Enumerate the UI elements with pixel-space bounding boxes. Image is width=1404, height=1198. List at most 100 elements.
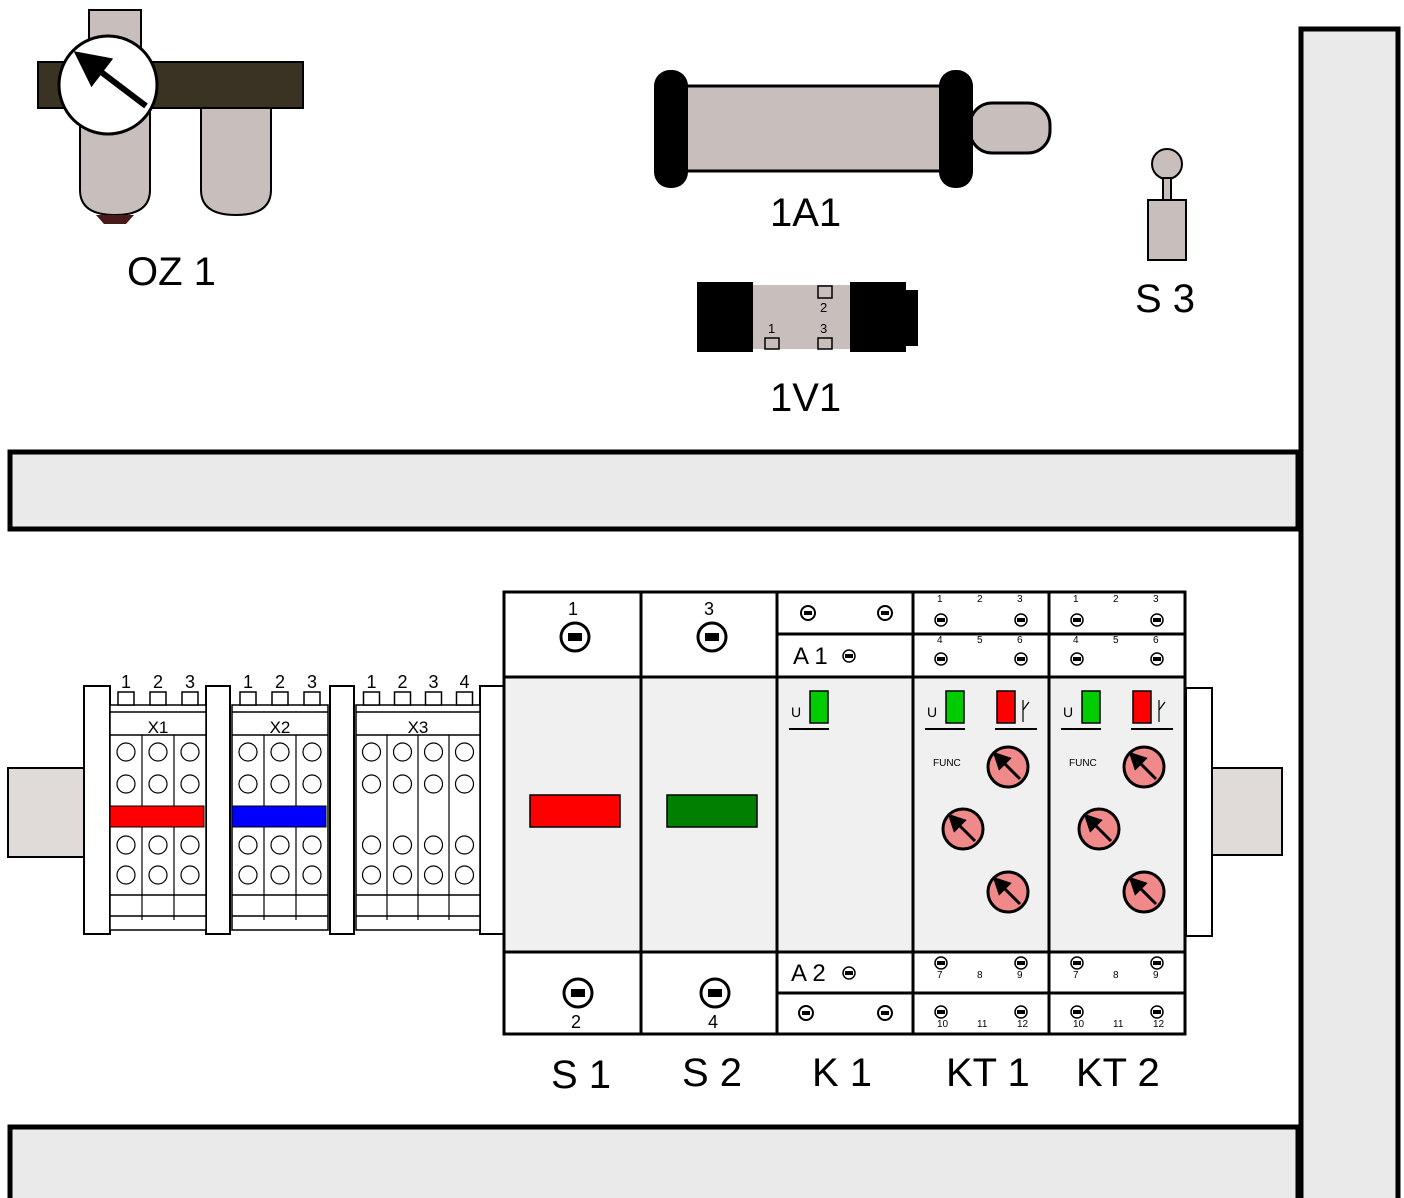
k1-led-label: U xyxy=(791,704,801,720)
power-led xyxy=(1081,690,1101,724)
din-rail-right xyxy=(1211,767,1283,856)
terminal[interactable]: 4 xyxy=(448,672,475,920)
terminal-block-x3[interactable]: X3 1 2 3 4 xyxy=(355,672,481,931)
timer-terminal-number: 11 xyxy=(1113,1019,1124,1030)
terminal[interactable]: 3 xyxy=(417,672,444,920)
timer-terminal-number: 3 xyxy=(1017,594,1023,605)
din-rail-left xyxy=(7,767,85,858)
end-plate xyxy=(1185,687,1213,937)
label-kt1: KT 1 xyxy=(946,1051,1030,1095)
label-s2: S 2 xyxy=(682,1051,742,1095)
timer-terminal-number: 5 xyxy=(977,635,983,646)
terminal[interactable]: 3 xyxy=(295,672,322,920)
timer-led-label: U xyxy=(927,704,937,720)
terminal-number: 3 xyxy=(429,672,439,692)
port-1: 1 xyxy=(768,321,775,336)
s1-red-button[interactable] xyxy=(529,794,621,828)
timer-terminal-number: 10 xyxy=(937,1019,949,1030)
label-1v1: 1V1 xyxy=(770,376,841,420)
timer-terminal-number: 1 xyxy=(937,594,943,605)
label-kt2: KT 2 xyxy=(1076,1051,1160,1095)
timer-led-label: U xyxy=(1063,704,1073,720)
timer-terminal-number: 7 xyxy=(1073,970,1079,981)
terminal-block-label: X2 xyxy=(270,718,291,737)
label-k1: K 1 xyxy=(812,1051,872,1095)
pressure-gauge-icon xyxy=(57,34,159,136)
relay-led xyxy=(1132,690,1152,724)
port-3: 3 xyxy=(820,321,827,336)
terminal[interactable]: 2 xyxy=(386,672,413,920)
relay-k1[interactable]: A 1 U A 2 xyxy=(775,590,915,1036)
terminal-number: 4 xyxy=(460,672,470,692)
terminal[interactable]: 1 xyxy=(361,672,382,885)
timer-terminal-number: 7 xyxy=(937,970,943,981)
terminal[interactable]: 1 xyxy=(238,672,258,885)
bridge-bar xyxy=(231,805,327,828)
timer-terminal-number: 9 xyxy=(1017,970,1023,981)
rail-top xyxy=(7,449,1301,532)
terminal-number: 1 xyxy=(367,672,377,692)
k1-a1-label: A 1 xyxy=(793,643,828,670)
valve-1v1[interactable]: 2 1 3 xyxy=(697,282,918,352)
service-unit-oz1[interactable] xyxy=(37,9,304,224)
terminal-number: 2 xyxy=(398,672,408,692)
label-1a1: 1A1 xyxy=(770,191,841,235)
terminal-number: 1 xyxy=(243,672,253,692)
cylinder-1a1[interactable] xyxy=(654,70,1052,188)
terminal-block-label: X3 xyxy=(408,718,429,737)
end-plate xyxy=(479,685,505,935)
timer-terminal-number: 5 xyxy=(1113,635,1119,646)
rail-right xyxy=(1298,26,1401,1198)
end-plate xyxy=(83,685,111,935)
terminal-number: 3 xyxy=(307,672,317,692)
s1-terminal-top: 1 xyxy=(568,599,578,619)
power-led xyxy=(945,690,965,724)
label-s3: S 3 xyxy=(1135,277,1195,321)
end-plate xyxy=(329,685,355,935)
timer-terminal-number: 10 xyxy=(1073,1019,1085,1030)
timer-terminal-number: 1 xyxy=(1073,594,1079,605)
timer-terminal-number: 2 xyxy=(977,594,983,605)
timer-terminal-number: 8 xyxy=(977,970,983,981)
timer-terminal-number: 9 xyxy=(1153,970,1159,981)
func-label: FUNC xyxy=(1069,758,1097,769)
func-label: FUNC xyxy=(933,758,961,769)
timer-terminal-number: 3 xyxy=(1153,594,1159,605)
timer-terminal-number: 11 xyxy=(977,1019,988,1030)
timer-terminal-number: 8 xyxy=(1113,970,1119,981)
terminal[interactable]: 1 xyxy=(116,672,136,885)
s1-terminal-bottom: 2 xyxy=(571,1012,581,1032)
s2-terminal-bottom: 4 xyxy=(708,1012,718,1032)
k1-status-led xyxy=(809,690,829,724)
timer-terminal-number: 4 xyxy=(1073,635,1079,646)
terminal-block-label: X1 xyxy=(148,718,169,737)
label-s1: S 1 xyxy=(551,1053,611,1097)
terminal-number: 2 xyxy=(153,672,163,692)
timer-terminal-number: 4 xyxy=(937,635,943,646)
port-2: 2 xyxy=(820,300,827,315)
terminal[interactable]: 2 xyxy=(263,672,290,920)
relay-led xyxy=(996,690,1016,724)
terminal-number: 2 xyxy=(275,672,285,692)
s2-terminal-top: 3 xyxy=(704,599,714,619)
pushbutton-s1[interactable]: 1 2 xyxy=(502,590,643,1036)
timer-terminal-number: 6 xyxy=(1017,635,1023,646)
s2-green-button[interactable] xyxy=(666,794,758,828)
timer-terminal-number: 12 xyxy=(1153,1019,1165,1030)
end-plate xyxy=(205,685,231,935)
pushbutton-s2[interactable]: 3 4 xyxy=(639,590,779,1036)
label-oz1: OZ 1 xyxy=(127,250,216,294)
terminal-block-x2[interactable]: X2 1 2 3 xyxy=(231,672,329,931)
bridge-bar xyxy=(109,805,205,828)
timer-terminal-number: 6 xyxy=(1153,635,1159,646)
limit-switch-s3[interactable] xyxy=(1147,148,1187,261)
k1-a2-label: A 2 xyxy=(791,960,826,987)
rail-bottom xyxy=(7,1124,1301,1198)
timer-terminal-number: 2 xyxy=(1113,594,1119,605)
timer-terminal-number: 12 xyxy=(1017,1019,1029,1030)
